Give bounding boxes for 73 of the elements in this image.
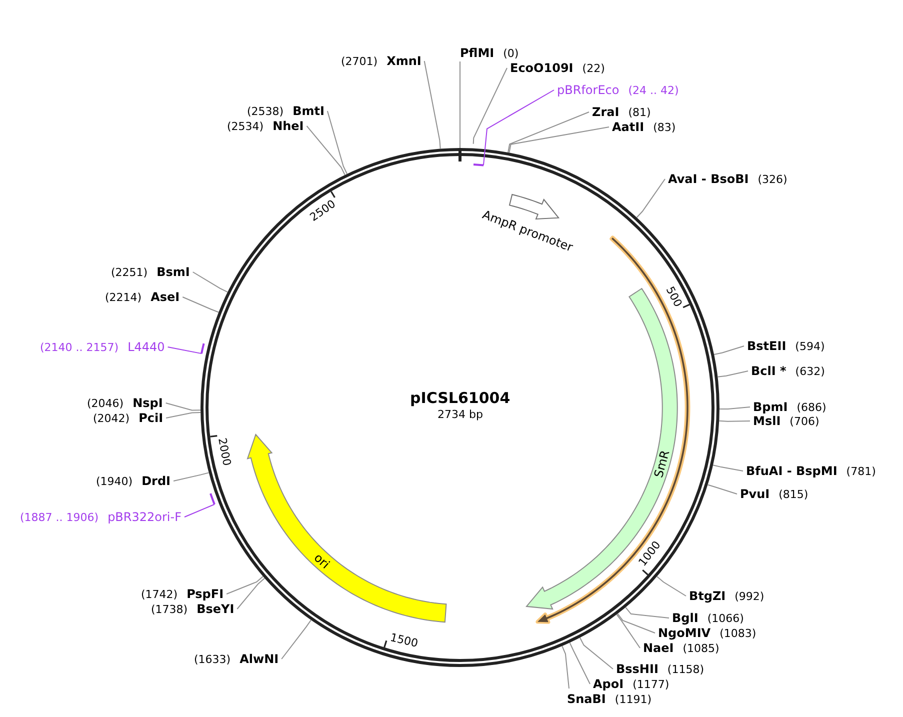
scale-number: 500	[662, 284, 684, 310]
restriction-site-label: (2534) NheI	[227, 116, 304, 134]
scale-number: 1500	[388, 630, 420, 651]
leader-line	[173, 472, 210, 482]
leader-line	[625, 606, 670, 618]
leader-line	[714, 346, 744, 355]
leader-line	[569, 642, 590, 684]
restriction-site-label: BssHII (1158)	[616, 660, 704, 676]
leader-line	[167, 346, 202, 354]
leader-line	[718, 420, 750, 422]
restriction-site-label: BstEII (594)	[747, 336, 825, 354]
restriction-site-label: (2046) NspI	[87, 394, 163, 410]
leader-line	[306, 126, 346, 176]
restriction-site-label: EcoO109I (22)	[510, 58, 605, 76]
leader-line	[562, 646, 570, 689]
restriction-site-label: (1742) PspFI	[141, 584, 224, 602]
leader-line	[579, 637, 614, 670]
restriction-site-label: (2701) XmnI	[341, 52, 422, 68]
leader-line	[482, 90, 554, 166]
feature-label: SmR	[651, 448, 672, 480]
restriction-site-label: (2042) PciI	[93, 408, 164, 426]
restriction-site-label: (2538) BmtI	[247, 102, 324, 118]
restriction-site-label: BpmI (686)	[753, 398, 826, 414]
restriction-site-label: AvaI - BsoBI (326)	[668, 170, 788, 186]
leader-line	[508, 126, 610, 154]
restriction-site-label: NgoMIV (1083)	[658, 624, 756, 640]
leader-line	[165, 402, 201, 411]
leader-line	[719, 406, 750, 410]
leader-line	[508, 112, 590, 153]
restriction-site-label: SnaBI (1191)	[567, 690, 652, 706]
leader-line	[281, 620, 312, 660]
leader-line	[616, 614, 640, 648]
primer-label: pBRforEco (24 .. 42)	[557, 80, 679, 98]
restriction-site-label: BtgZI (992)	[689, 586, 764, 604]
leader-line	[184, 504, 215, 518]
restriction-site-label: ZraI (81)	[592, 102, 651, 120]
primer-mark-icon	[200, 342, 206, 356]
leader-line	[182, 296, 220, 313]
restriction-site-label: (1738) BseYI	[151, 600, 234, 616]
restriction-site-label: ApoI (1177)	[593, 674, 670, 692]
restriction-site-label: BglI (1066)	[672, 608, 744, 626]
plasmid-name: pICSL61004	[410, 389, 510, 407]
leader-line	[636, 178, 666, 218]
scale-number: 2000	[214, 437, 234, 468]
leader-line	[712, 464, 744, 472]
leader-line	[236, 578, 266, 610]
feature-band	[246, 432, 448, 624]
leader-line	[717, 370, 748, 378]
leader-line	[472, 68, 508, 144]
leader-line	[192, 272, 228, 293]
restriction-site-label: NaeI (1085)	[643, 638, 720, 656]
restriction-site-label: BfuAI - BspMI (781)	[746, 462, 876, 478]
primer-mark-icon	[472, 162, 485, 167]
restriction-site-label: (2214) AseI	[105, 288, 180, 304]
leader-line	[166, 412, 202, 418]
restriction-site-label: AatII (83)	[612, 118, 676, 134]
primer-label: (2140 .. 2157) L4440	[40, 338, 165, 354]
plasmid-size: 2734 bp	[438, 408, 483, 422]
restriction-site-label: PvuI (815)	[740, 484, 808, 502]
restriction-site-label: BclI * (632)	[751, 362, 825, 378]
leader-line	[707, 484, 738, 494]
primer-label: (1887 .. 1906) pBR322ori-F	[20, 508, 182, 524]
feature-label: ori	[312, 550, 333, 572]
restriction-site-label: PflMI (0)	[460, 44, 519, 60]
restriction-site-label: (2251) BsmI	[111, 262, 190, 280]
leader-line	[326, 110, 348, 174]
restriction-site-label: (1633) AlwNI	[194, 650, 279, 666]
leader-line	[656, 576, 686, 596]
leader-line	[424, 60, 441, 150]
restriction-site-label: (1940) DrdI	[96, 472, 171, 488]
leader-line	[226, 576, 264, 594]
leader-line	[617, 613, 656, 634]
primer-mark-icon	[208, 492, 216, 506]
